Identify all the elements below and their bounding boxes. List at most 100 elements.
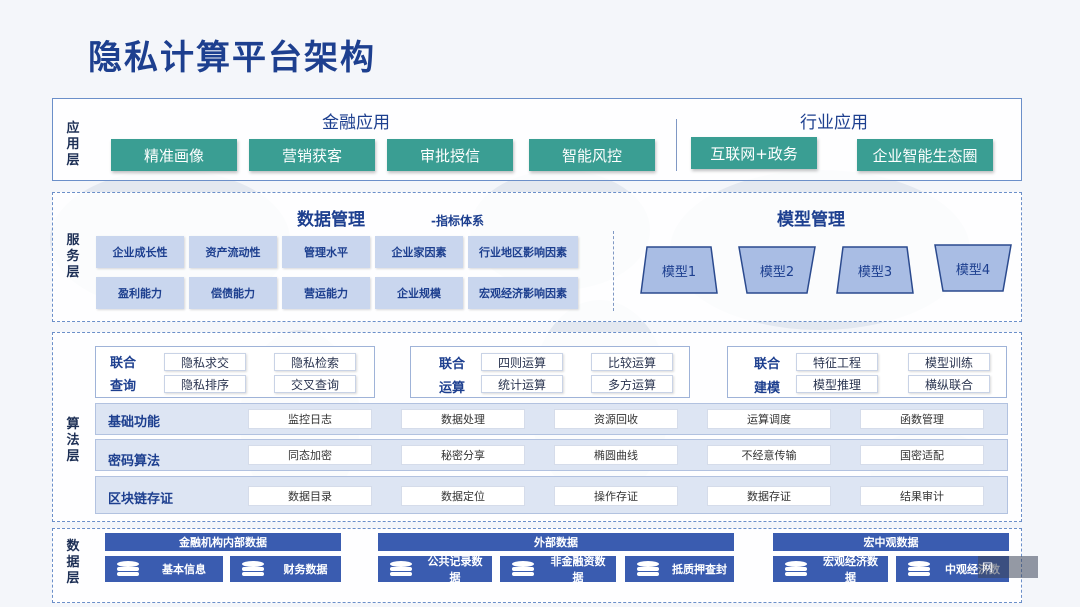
model-3[interactable]: 模型3 xyxy=(835,245,915,295)
data-source-chip[interactable]: 财务数据 xyxy=(230,556,341,582)
indicator-chip[interactable]: 企业成长性 xyxy=(96,236,184,268)
finance-app-title: 金融应用 xyxy=(322,113,390,133)
industry-app-title: 行业应用 xyxy=(800,113,868,133)
algo-chip[interactable]: 隐私求交 xyxy=(164,353,246,371)
row-chip[interactable]: 数据处理 xyxy=(401,409,525,429)
data-source-label: 基本信息 xyxy=(162,563,206,576)
model-2[interactable]: 模型2 xyxy=(737,245,817,295)
model-management-title: 模型管理 xyxy=(777,210,845,230)
data-source-chip[interactable]: 非金融资数据 xyxy=(500,555,616,584)
algo-chip[interactable]: 横纵联合 xyxy=(908,375,990,393)
row-label: 密码算法 xyxy=(108,454,161,469)
database-icon xyxy=(390,561,412,576)
data-source-label: 财务数据 xyxy=(283,563,328,576)
trapezoid-shape xyxy=(738,246,816,294)
data-group-header: 金融机构内部数据 xyxy=(105,533,341,551)
data-management-title: 数据管理 xyxy=(297,210,365,230)
algo-chip[interactable]: 模型训练 xyxy=(908,353,990,371)
row-chip[interactable]: 秘密分享 xyxy=(401,445,525,465)
row-chip[interactable]: 监控日志 xyxy=(248,409,372,429)
basic-functions-row: 基础功能 监控日志 数据处理 资源回收 运算调度 函数管理 xyxy=(95,403,1008,435)
row-chip[interactable]: 不经意传输 xyxy=(707,445,831,465)
watermark-logo: 网 xyxy=(978,556,1038,578)
trapezoid-shape xyxy=(836,246,914,294)
indicator-chip[interactable]: 企业家因素 xyxy=(375,236,463,268)
service-layer: 服务层 数据管理 -指标体系 模型管理 企业成长性 资产流动性 管理水平 企业家… xyxy=(52,192,1022,322)
algo-chip[interactable]: 交叉查询 xyxy=(274,375,356,393)
group-tag: 查询 xyxy=(110,379,137,394)
blockchain-evidence-row: 区块链存证 数据目录 数据定位 操作存证 数据存证 结果审计 xyxy=(95,476,1008,514)
algo-chip[interactable]: 统计运算 xyxy=(481,375,563,393)
watermark-text: 网 xyxy=(982,561,993,574)
data-management-note: -指标体系 xyxy=(431,214,484,228)
row-chip[interactable]: 结果审计 xyxy=(860,486,984,506)
database-icon xyxy=(512,561,534,576)
indicator-chip[interactable]: 营运能力 xyxy=(282,277,370,309)
database-icon xyxy=(117,561,139,576)
model-1[interactable]: 模型1 xyxy=(639,245,719,295)
joint-query-group: 联合 查询 隐私求交 隐私检索 隐私排序 交叉查询 xyxy=(95,346,375,398)
row-chip[interactable]: 数据定位 xyxy=(401,486,525,506)
joint-compute-group: 联合 运算 四则运算 比较运算 统计运算 多方运算 xyxy=(410,346,690,398)
model-label: 模型2 xyxy=(759,264,795,280)
group-tag: 联合 xyxy=(754,357,781,372)
indicator-chip[interactable]: 资产流动性 xyxy=(189,236,277,268)
database-icon xyxy=(242,561,264,576)
algo-chip[interactable]: 模型推理 xyxy=(796,375,878,393)
data-source-label: 宏观经济数据 xyxy=(823,555,878,584)
application-layer-label: 应用层 xyxy=(66,121,80,168)
indicator-chip[interactable]: 企业规模 xyxy=(375,277,463,309)
algo-chip[interactable]: 多方运算 xyxy=(591,375,673,393)
finance-app-item[interactable]: 智能风控 xyxy=(529,139,655,171)
algo-chip[interactable]: 隐私排序 xyxy=(164,375,246,393)
group-tag: 联合 xyxy=(110,356,137,371)
row-chip[interactable]: 数据存证 xyxy=(707,486,831,506)
group-tag: 联合 xyxy=(439,357,466,372)
indicator-chip[interactable]: 管理水平 xyxy=(282,236,370,268)
row-chip[interactable]: 椭圆曲线 xyxy=(554,445,678,465)
data-source-label: 公共记录数据 xyxy=(427,555,483,584)
finance-app-item[interactable]: 审批授信 xyxy=(387,139,513,171)
algorithm-layer-label: 算法层 xyxy=(66,417,80,464)
row-chip[interactable]: 资源回收 xyxy=(554,409,678,429)
model-label: 模型3 xyxy=(857,264,893,280)
data-source-chip[interactable]: 抵质押查封 xyxy=(625,556,734,582)
industry-app-item[interactable]: 互联网+政务 xyxy=(691,137,817,169)
trapezoid-shape xyxy=(934,244,1012,292)
row-chip[interactable]: 数据目录 xyxy=(248,486,372,506)
model-label: 模型4 xyxy=(955,262,991,278)
data-group-header: 外部数据 xyxy=(378,533,734,551)
database-icon xyxy=(785,561,807,576)
data-group-header: 宏中观数据 xyxy=(773,533,1009,551)
row-chip[interactable]: 国密适配 xyxy=(860,445,984,465)
app-divider xyxy=(676,119,677,171)
data-source-chip[interactable]: 公共记录数据 xyxy=(378,555,492,584)
data-layer-label: 数据层 xyxy=(66,539,80,586)
industry-app-item[interactable]: 企业智能生态圈 xyxy=(857,139,993,171)
group-tag: 运算 xyxy=(439,381,466,396)
row-chip[interactable]: 运算调度 xyxy=(707,409,831,429)
database-icon xyxy=(908,561,930,576)
row-chip[interactable]: 函数管理 xyxy=(860,409,984,429)
row-chip[interactable]: 操作存证 xyxy=(554,486,678,506)
data-source-chip[interactable]: 基本信息 xyxy=(105,556,223,582)
finance-app-item[interactable]: 精准画像 xyxy=(111,139,237,171)
indicator-chip[interactable]: 盈利能力 xyxy=(96,277,184,309)
indicator-chip[interactable]: 偿债能力 xyxy=(189,277,277,309)
row-label: 区块链存证 xyxy=(108,492,174,507)
data-source-label: 抵质押查封 xyxy=(672,563,727,576)
algo-chip[interactable]: 特征工程 xyxy=(796,353,878,371)
algo-chip[interactable]: 隐私检索 xyxy=(274,353,356,371)
data-source-chip[interactable]: 宏观经济数据 xyxy=(773,555,888,584)
model-label: 模型1 xyxy=(661,264,697,280)
indicator-chip[interactable]: 宏观经济影响因素 xyxy=(468,277,578,309)
crypto-algorithms-row: 密码算法 同态加密 秘密分享 椭圆曲线 不经意传输 国密适配 xyxy=(95,439,1008,471)
row-chip[interactable]: 同态加密 xyxy=(248,445,372,465)
indicator-chip[interactable]: 行业地区影响因素 xyxy=(468,236,578,268)
group-tag: 建模 xyxy=(754,381,781,396)
algo-chip[interactable]: 四则运算 xyxy=(481,353,563,371)
model-4[interactable]: 模型4 xyxy=(933,243,1013,293)
algo-chip[interactable]: 比较运算 xyxy=(591,353,673,371)
finance-app-item[interactable]: 营销获客 xyxy=(249,139,375,171)
data-source-label: 非金融资数据 xyxy=(550,555,606,584)
